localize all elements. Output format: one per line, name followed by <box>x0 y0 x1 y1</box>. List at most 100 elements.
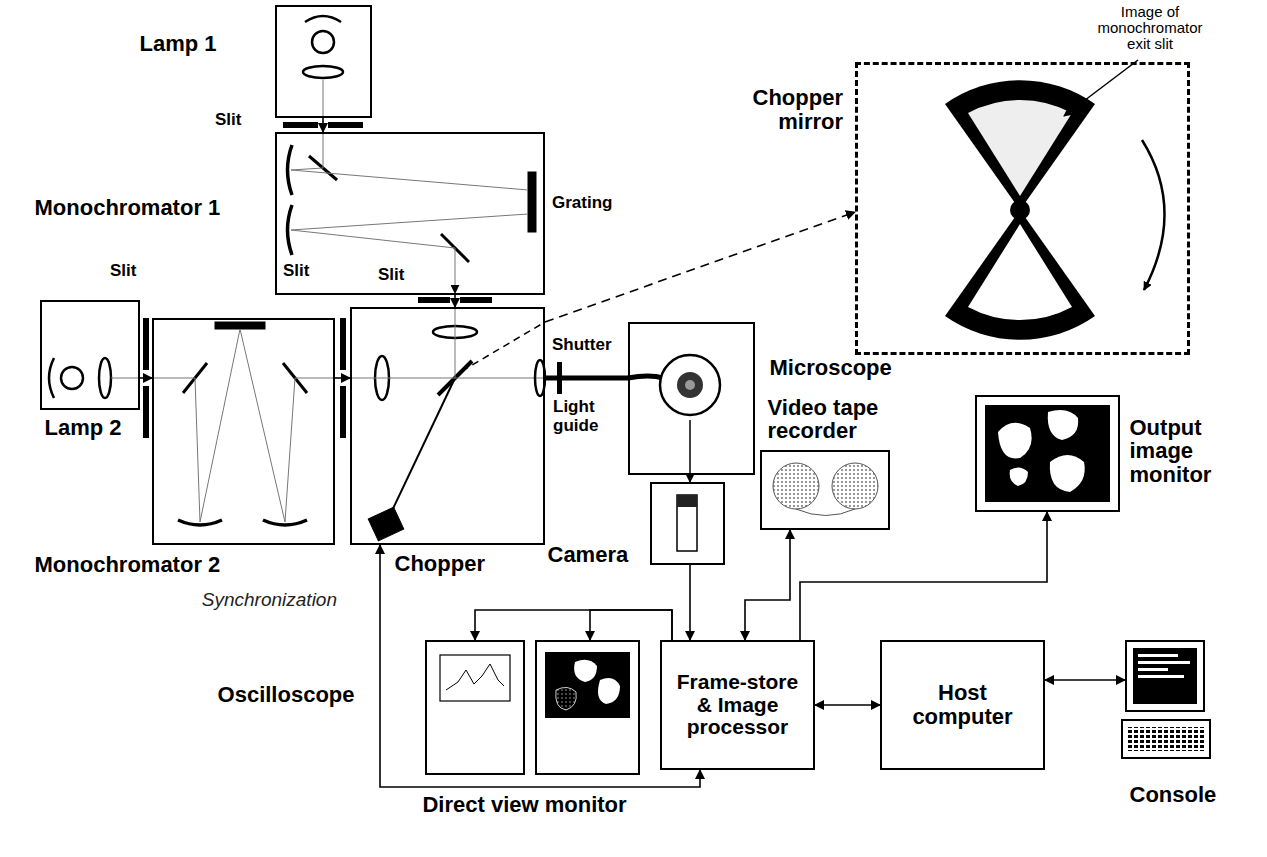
magnified-view: Chopper mirrorImage of monochromator exi… <box>855 62 1190 355</box>
monitor-screen <box>1048 410 1078 440</box>
console: Console <box>1125 640 1205 712</box>
computer-box: Host computer <box>880 640 1045 770</box>
monitor-screen <box>545 652 630 718</box>
console-terminal <box>1122 720 1210 758</box>
monochromator-optics <box>288 132 537 293</box>
monochromator-optics <box>285 378 295 522</box>
video-recorder: Video tape recorder <box>760 450 890 530</box>
signal-wire <box>745 530 790 640</box>
tape-reels <box>832 463 878 509</box>
signal-wire <box>322 118 324 132</box>
monochromator-optics <box>295 378 335 379</box>
tape-reels <box>796 509 855 516</box>
chopper-blade <box>945 80 1095 210</box>
part-label: Oscilloscope <box>195 683 355 707</box>
oscilloscope: Oscilloscope <box>425 640 525 775</box>
monochromator-optics <box>291 230 455 248</box>
signal-wire <box>800 512 1047 640</box>
image-processor-box: Frame-store & Image processor <box>660 640 815 770</box>
slit <box>460 297 492 303</box>
monochromator-optics <box>240 329 285 522</box>
monochromator-box: Monochromator 1 <box>275 132 545 295</box>
slit <box>340 318 346 370</box>
camera-tube <box>677 495 697 551</box>
part-label: Slit <box>283 262 309 281</box>
monitor-screen <box>574 660 597 682</box>
monochromator-optics <box>291 214 528 230</box>
box-label: Frame-store & Image processor <box>677 671 799 739</box>
monochromator-optics <box>291 168 323 170</box>
chopper-optics <box>390 378 455 515</box>
microscope-stage <box>685 380 695 390</box>
chopper-optics <box>368 507 404 541</box>
part-label: Light guide <box>553 398 611 435</box>
camera-tube <box>677 495 697 551</box>
part-label: Shutter <box>552 336 612 355</box>
part-label: Slit <box>378 266 404 285</box>
console-terminal <box>1133 648 1197 704</box>
signal-wire <box>590 610 672 640</box>
lamp-housing: Lamp 2 <box>40 300 140 410</box>
monitor-screen <box>556 687 577 710</box>
chopper-housing: Chopper <box>350 307 545 545</box>
lamp-symbol <box>61 367 83 389</box>
signal-wire <box>475 610 672 640</box>
part-label: Camera <box>548 543 646 567</box>
part-label: Console <box>1130 783 1240 807</box>
chopper-blade <box>945 60 1165 340</box>
projection-line <box>545 212 855 322</box>
chopper-blade <box>1010 200 1030 220</box>
chopper-blade <box>1142 140 1165 290</box>
console-terminal <box>1122 648 1210 758</box>
lamp-housing: Lamp 1 <box>275 5 372 118</box>
monochromator-optics <box>455 248 456 293</box>
slit <box>143 386 149 438</box>
monochromator-optics <box>291 132 528 248</box>
light-guide <box>545 376 628 381</box>
monitor-screen <box>985 405 1110 502</box>
microscope-stage <box>628 355 720 475</box>
part-label: Monochromator 2 <box>35 553 275 577</box>
box-label: Host computer <box>899 681 1027 729</box>
signal-wire <box>815 704 880 706</box>
slit <box>143 318 149 370</box>
signal-wire <box>140 377 152 379</box>
chopper-blade <box>968 224 1072 320</box>
monochromator-box: Monochromator 2 <box>152 318 335 545</box>
console-terminal <box>1138 675 1184 678</box>
oscilloscope-screen <box>446 664 504 690</box>
signal-wire <box>454 295 456 307</box>
part-label: Lamp 2 <box>45 416 165 440</box>
tape-reels <box>773 463 819 509</box>
lamp-symbol <box>111 378 140 379</box>
signal-wire <box>1045 679 1125 681</box>
slit <box>340 386 346 438</box>
part-label: Slit <box>110 262 136 281</box>
lamp-symbol <box>99 358 111 398</box>
signal-wire <box>689 475 691 482</box>
signal-label: Synchronization <box>130 590 339 611</box>
lamp-symbol <box>323 80 324 118</box>
part-label: Grating <box>552 194 612 213</box>
monochromator-optics <box>152 378 195 379</box>
part-label: Monochromator 1 <box>35 196 270 220</box>
part-label: Microscope <box>770 356 920 380</box>
chopper-optics <box>352 378 545 379</box>
signal-wire <box>689 565 691 640</box>
camera-body: Camera <box>650 482 725 565</box>
chopper-blade <box>968 100 1072 196</box>
console-terminal <box>1138 661 1190 664</box>
microscope-stage <box>677 372 703 398</box>
microscope-stage <box>689 420 691 475</box>
part-label: Output image monitor <box>1130 416 1240 487</box>
monitor-screen <box>1010 467 1028 486</box>
monochromator-optics <box>291 170 528 190</box>
part-label: Video tape recorder <box>768 396 900 444</box>
signal-wire <box>380 545 700 787</box>
oscilloscope-screen <box>440 655 510 701</box>
monitor-screen <box>1050 455 1085 492</box>
monochromator-optics <box>200 329 240 522</box>
part-label: Chopper <box>395 552 510 576</box>
monitor-screen <box>545 652 630 718</box>
